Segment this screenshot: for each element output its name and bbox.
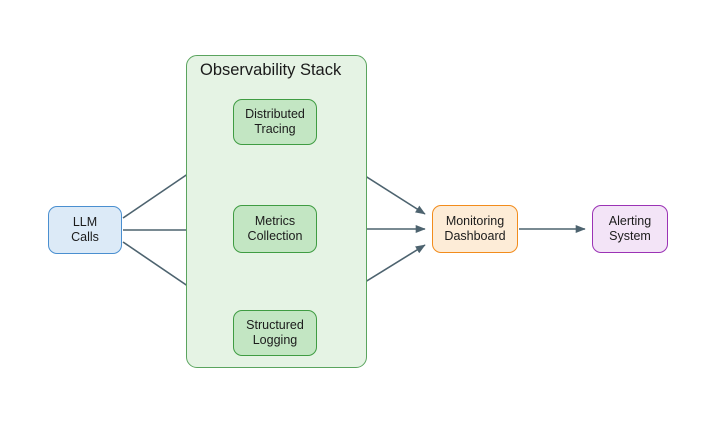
- node-metrics-collection[interactable]: Metrics Collection: [233, 205, 317, 253]
- node-llm-calls[interactable]: LLM Calls: [48, 206, 122, 254]
- node-label-monitoring-dashboard: Monitoring Dashboard: [444, 214, 506, 243]
- cluster-title-observability-stack: Observability Stack: [200, 61, 342, 79]
- node-label-metrics-collection: Metrics Collection: [247, 214, 303, 243]
- node-monitoring-dashboard[interactable]: Monitoring Dashboard: [432, 205, 518, 253]
- node-distributed-tracing[interactable]: Distributed Tracing: [233, 99, 317, 145]
- node-label-structured-logging: Structured Logging: [246, 318, 304, 347]
- node-structured-logging[interactable]: Structured Logging: [233, 310, 317, 356]
- node-label-alerting-system: Alerting System: [608, 214, 652, 243]
- node-label-distributed-tracing: Distributed Tracing: [245, 107, 305, 136]
- node-alerting-system[interactable]: Alerting System: [592, 205, 668, 253]
- node-label-llm-calls: LLM Calls: [71, 215, 99, 244]
